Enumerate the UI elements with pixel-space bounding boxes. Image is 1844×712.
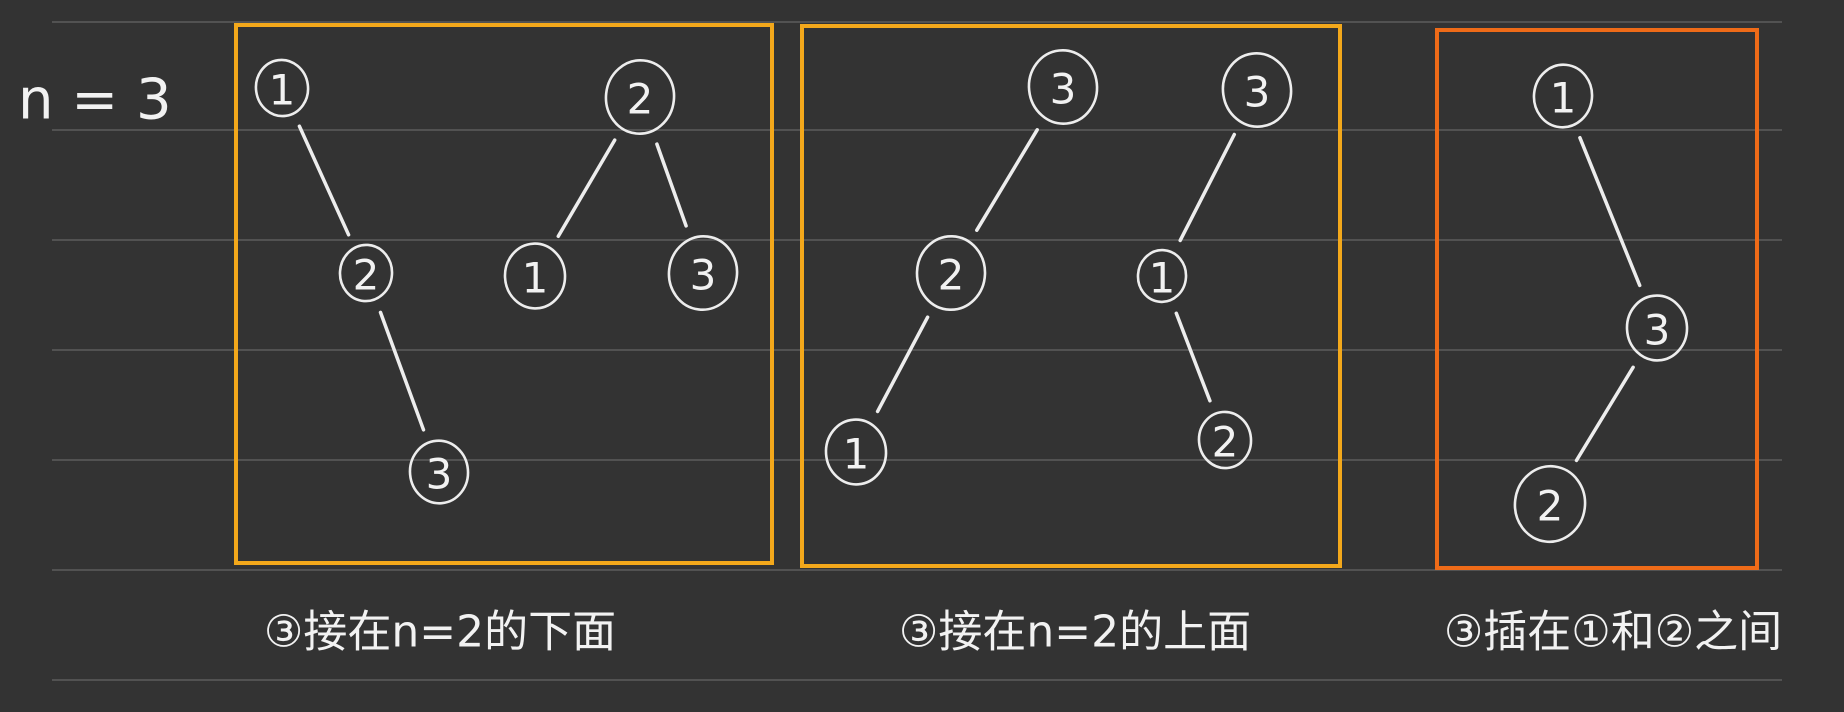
node-label: 1: [269, 66, 296, 115]
group-box-2: [800, 24, 1342, 568]
tree-node: 1: [1136, 248, 1188, 304]
node-label: 2: [627, 75, 654, 124]
tree-node: 1: [1532, 63, 1594, 129]
group-box-3: [1435, 28, 1759, 570]
tree-node: 2: [604, 59, 676, 135]
captions: ③接在n=2的下面 ③接在n=2的上面 ③插在①和②之间: [264, 607, 1782, 658]
caption-group-1: ③接在n=2的下面: [264, 607, 616, 658]
tree-edge: [297, 124, 351, 237]
tree-node: 1: [254, 58, 310, 118]
tree-edge: [1574, 365, 1635, 463]
tree-edge: [1174, 311, 1212, 403]
node-label: 3: [690, 251, 717, 300]
node-label: 2: [1212, 418, 1239, 467]
node-circle: [667, 235, 739, 311]
node-label: 3: [1644, 306, 1671, 355]
node-label: 1: [843, 430, 870, 479]
node-circle: [1136, 248, 1188, 304]
node-circle: [408, 439, 470, 505]
node-label: 3: [1050, 65, 1077, 114]
group-boxes: [234, 23, 1759, 570]
node-circle: [1197, 410, 1253, 470]
node-label: 2: [353, 251, 380, 300]
node-circle: [915, 235, 987, 311]
node-circle: [254, 58, 310, 118]
group-box-1: [234, 23, 774, 565]
tree-edge: [875, 315, 930, 414]
node-circle: [338, 243, 394, 303]
tree-edge: [556, 138, 617, 239]
tree-node: 2: [915, 235, 987, 311]
tree-node: 3: [1221, 52, 1293, 128]
node-circle: [824, 418, 888, 486]
caption-group-3: ③插在①和②之间: [1444, 607, 1782, 658]
n-equals-label: n = 3: [18, 68, 172, 133]
tree-node: 2: [338, 243, 394, 303]
node-circle: [1027, 49, 1099, 125]
tree-nodes: 1 2 3 2 1 3 3 2 1 3 1 2 1 3 2: [254, 49, 1689, 544]
node-label: 3: [426, 450, 453, 499]
caption-group-2: ③接在n=2的上面: [899, 607, 1251, 658]
tree-node: 3: [667, 235, 739, 311]
node-label: 1: [1149, 254, 1176, 303]
node-circle: [1625, 294, 1689, 362]
tree-edge: [378, 310, 426, 432]
tree-node: 3: [1027, 49, 1099, 125]
node-label: 1: [522, 254, 549, 303]
node-circle: [1221, 52, 1293, 128]
tree-node: 3: [1625, 294, 1689, 362]
node-circle: [1513, 464, 1587, 544]
tree-edge: [975, 128, 1039, 232]
tree-edge: [1578, 135, 1642, 288]
tree-node: 1: [503, 242, 567, 310]
node-label: 1: [1550, 74, 1577, 123]
node-label: 2: [1537, 482, 1564, 531]
tree-edge: [655, 142, 688, 228]
tree-edges: [297, 124, 1642, 463]
node-circle: [503, 242, 567, 310]
tree-node: 1: [824, 418, 888, 486]
ruled-lines: [52, 21, 1782, 681]
tree-node: 2: [1513, 464, 1587, 544]
node-circle: [1532, 63, 1594, 129]
tree-node: 2: [1197, 410, 1253, 470]
node-circle: [604, 59, 676, 135]
tree-node: 3: [408, 439, 470, 505]
node-label: 3: [1244, 68, 1271, 117]
tree-edge: [1178, 132, 1237, 243]
node-label: 2: [938, 251, 965, 300]
